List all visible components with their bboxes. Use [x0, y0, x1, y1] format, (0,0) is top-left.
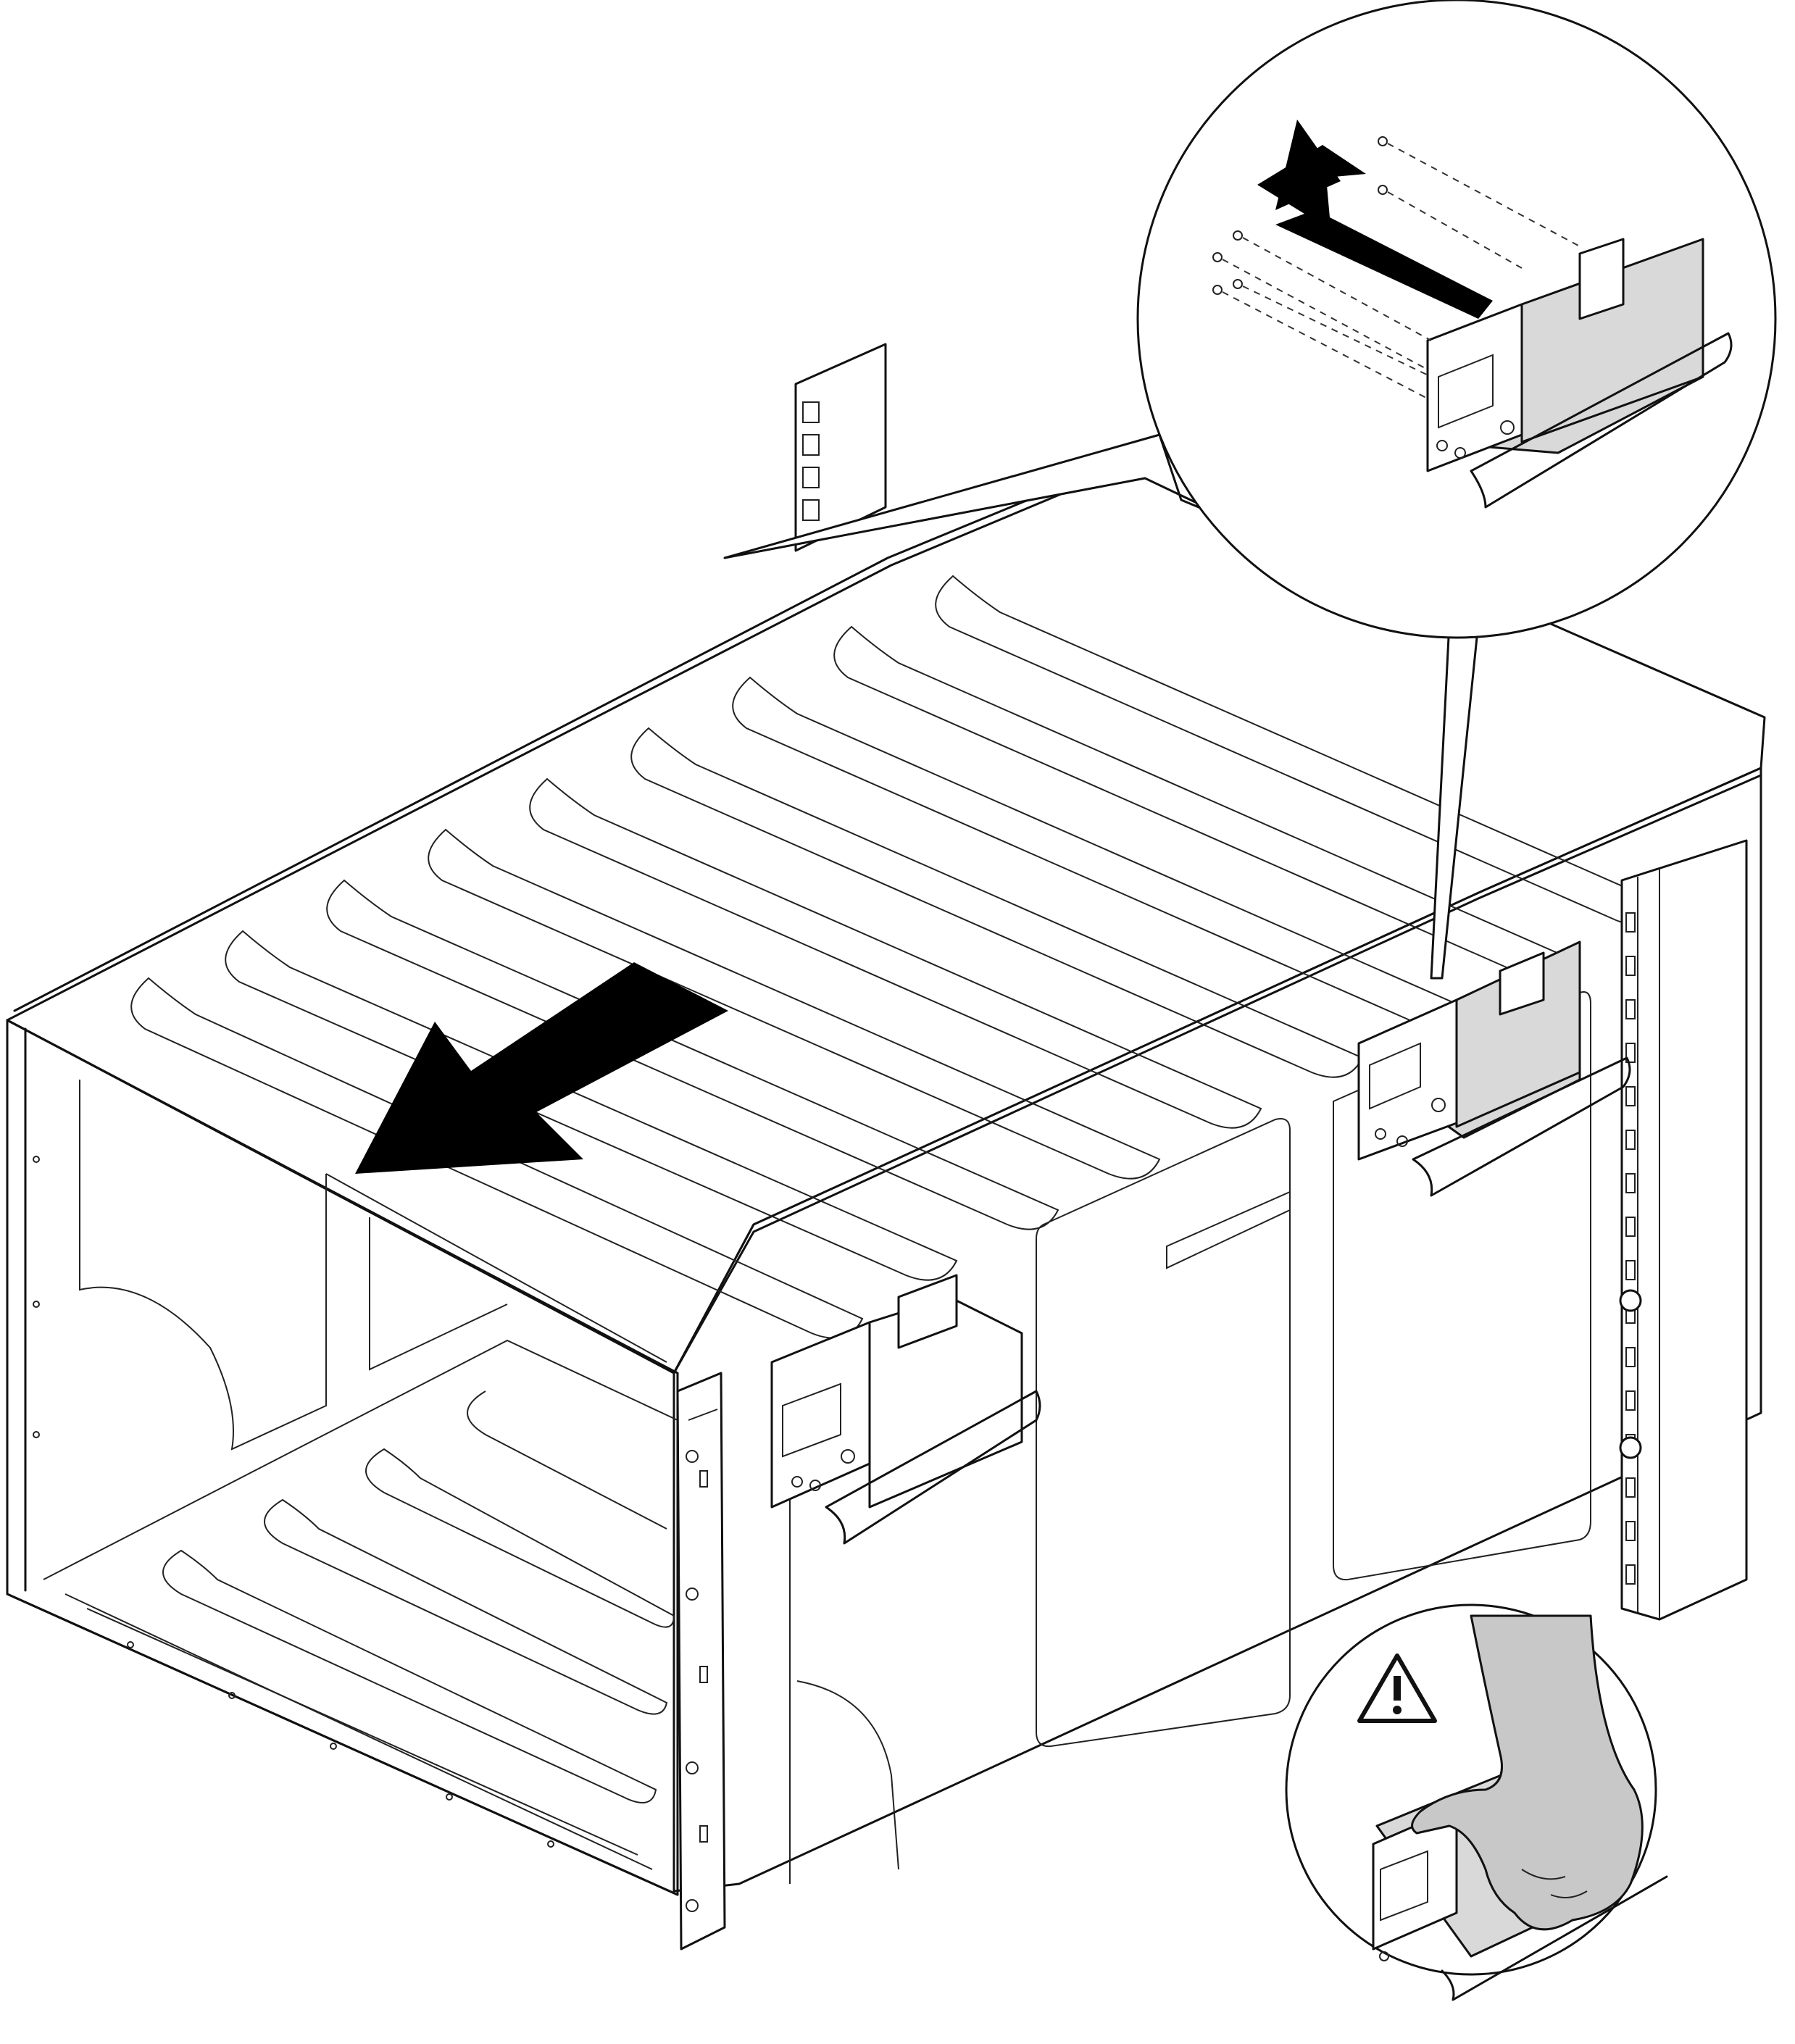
hand: [1411, 1614, 1644, 1931]
top-detail-callout: [723, 0, 1777, 980]
handle-bracket-right: [1357, 940, 1631, 1197]
front-rack-post: [1619, 839, 1748, 1621]
rear-rack-post: [794, 343, 887, 552]
warning-triangle-icon: [1357, 1653, 1437, 1723]
handle-bracket-side: [770, 1274, 1041, 1545]
pull-direction-arrow: [355, 962, 728, 1174]
bottom-detail-callout: [1285, 1603, 1668, 2001]
